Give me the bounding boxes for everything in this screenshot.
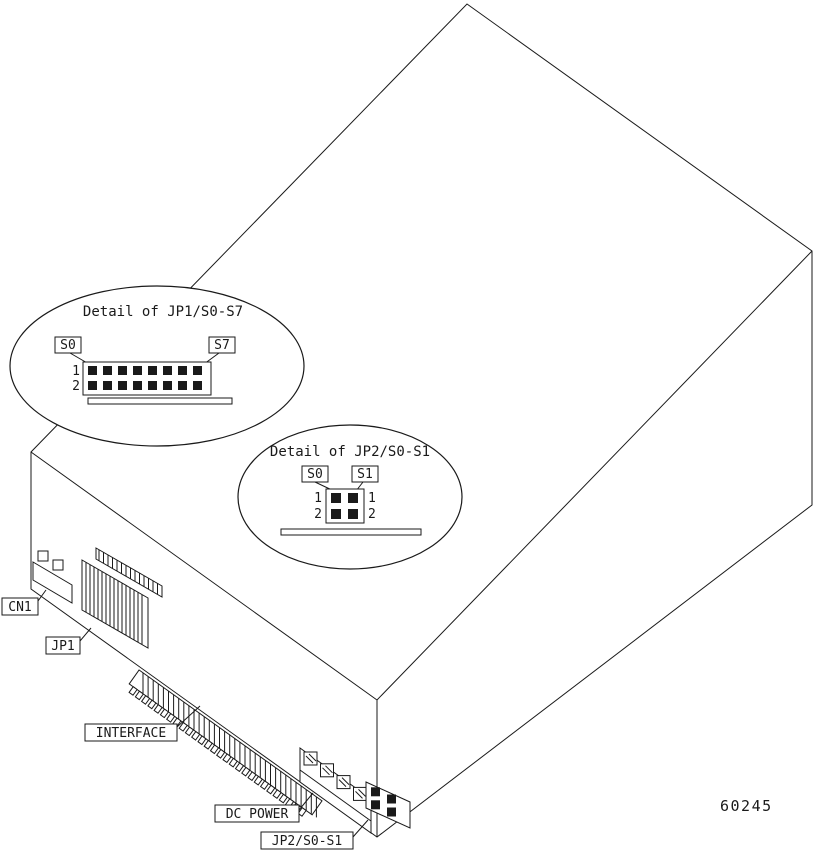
interface-connector (128, 669, 323, 818)
jp1-tag-text: JP1 (51, 639, 74, 654)
detail-jp1-bubble: Detail of JP1/S0-S7 S0 S7 1 2 (9, 285, 305, 447)
dc-power-base-line (299, 769, 372, 822)
detail-jp2-row1-right: 1 (368, 491, 376, 506)
jp2-tag-text: JP2/S0-S1 (272, 834, 342, 849)
detail-jp2-s0-tagbox (301, 465, 329, 483)
detail-jp2-s1-tagbox (351, 465, 379, 483)
detail-jp1-row2-label: 2 (72, 379, 80, 394)
cn1-body (32, 561, 73, 604)
cn1-tag-text: CN1 (8, 600, 31, 615)
interface-tag-text: INTERFACE (96, 726, 166, 741)
dc-power-connector (299, 747, 372, 834)
detail-jp1-s0-text: S0 (60, 338, 76, 353)
detail-jp1-s7-tagbox (208, 336, 236, 354)
detail-jp2-row1-left: 1 (314, 491, 322, 506)
jp2-pins (371, 787, 396, 817)
interface-strip (128, 669, 323, 816)
detail-jp1-s7-text: S7 (214, 338, 230, 353)
detail-jp1-base-bar (87, 397, 233, 405)
figure-number: 60245 (720, 797, 773, 815)
detail-jp2-title: Detail of JP2/S0-S1 (270, 444, 430, 460)
interface-teeth (128, 686, 307, 817)
dc-power-tagbox (214, 804, 300, 823)
dc-power-leader (298, 792, 314, 811)
interface-fingers (142, 672, 317, 818)
jp1-tagbox (45, 636, 81, 655)
detail-jp2-s1-text: S1 (357, 467, 373, 482)
cn1-label: CN1 (1, 589, 47, 616)
detail-jp1-header-outline (82, 361, 212, 396)
detail-jp2-s0-text: S0 (307, 467, 323, 482)
jp2-connector (365, 781, 411, 829)
detail-jp2-pin-grid (331, 493, 358, 519)
jp1-hatch (85, 549, 158, 645)
cn1-pin-b (52, 559, 64, 571)
dc-power-label: DC POWER (214, 792, 314, 823)
detail-jp1-title: Detail of JP1/S0-S7 (83, 304, 243, 320)
jp2-label: JP2/S0-S1 (260, 819, 369, 850)
jp2-leader (352, 819, 369, 838)
jp1-connector (81, 547, 163, 649)
detail-jp2-base-bar (280, 528, 422, 536)
drive-body (30, 3, 813, 838)
cn1-leader (37, 589, 47, 602)
jp1-label: JP1 (45, 627, 92, 655)
cn1-pin-a (37, 550, 49, 562)
detail-jp2-row2-right: 2 (368, 507, 376, 522)
detail-jp1-row1-label: 1 (72, 364, 80, 379)
dc-power-tag-text: DC POWER (226, 807, 289, 822)
dc-power-pins (303, 751, 367, 801)
detail-jp1-s0-tagbox (54, 336, 82, 354)
jp1-leader (79, 627, 92, 642)
interface-label: INTERFACE (84, 705, 201, 742)
cn1-tagbox (1, 597, 39, 616)
detail-jp2-row2-left: 2 (314, 507, 322, 522)
interface-tagbox (84, 723, 178, 742)
detail-jp2-bubble: Detail of JP2/S0-S1 S0 S1 1 2 1 2 (237, 424, 463, 570)
detail-jp1-pin-grid (88, 366, 202, 390)
cn1-connector (32, 550, 73, 604)
jp2-tagbox (260, 831, 354, 850)
interface-leader (176, 705, 201, 728)
